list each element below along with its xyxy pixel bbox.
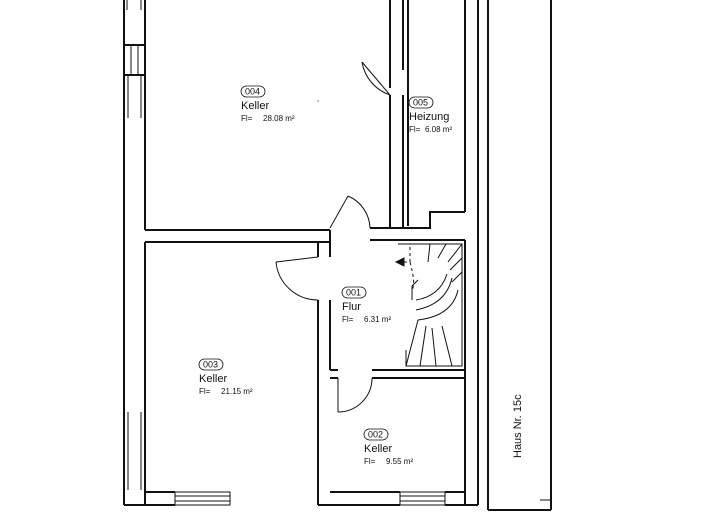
neighbor-wall (487, 0, 552, 511)
wall-005-right (464, 0, 479, 505)
door-002-swing (337, 377, 373, 413)
room-area-label: Fl= (199, 387, 211, 396)
staircase (394, 243, 463, 367)
room-area-label: Fl= (342, 315, 354, 324)
door-004-leaf (329, 195, 349, 229)
wall-004-right (389, 0, 404, 228)
room-area: 6.08 m² (425, 125, 452, 134)
door-003-swing (275, 261, 319, 301)
doors (275, 61, 391, 413)
room-name: Heizung (409, 111, 449, 123)
room-area-label: Fl= (364, 457, 376, 466)
room-area: 28.08 m² (263, 114, 295, 123)
stair-arrow-icon (394, 257, 405, 267)
room-area-label: Fl= (409, 125, 421, 134)
left-windows (123, 0, 146, 490)
room-label-005: 005 Heizung Fl= 6.08 m² (408, 96, 452, 134)
room-name: Keller (241, 100, 269, 112)
door-004-swing (347, 195, 371, 229)
room-name: Flur (342, 301, 361, 313)
walls (123, 0, 552, 511)
outer-wall-left (123, 0, 146, 505)
wall-005-bottom (403, 211, 465, 229)
room-area: 9.55 m² (386, 457, 413, 466)
room-label-002: 002 Keller Fl= 9.55 m² (363, 428, 413, 466)
room-label-004: 004 Keller Fl= 28.08 m² (240, 85, 295, 123)
wall-004-bottom (145, 229, 330, 243)
room-label-001: 001 Flur Fl= 6.31 m² (341, 286, 391, 324)
room-id: 004 (245, 87, 260, 97)
room-area-label: Fl= (241, 114, 253, 123)
room-area: 6.31 m² (364, 315, 391, 324)
room-name: Keller (364, 443, 392, 455)
room-label-003: 003 Keller Fl= 21.15 m² (198, 358, 253, 396)
wall-flur-left (317, 230, 331, 505)
wall-bottom-near-stairs (370, 227, 465, 241)
bottom-windows (174, 491, 551, 506)
door-005-leaf (361, 61, 391, 96)
room-id: 003 (203, 360, 218, 370)
room-area: 21.15 m² (221, 387, 253, 396)
room-name: Keller (199, 373, 227, 385)
door-005-swing (361, 61, 391, 96)
neighbor-house-label: Haus Nr. 15c (512, 394, 524, 458)
room-id: 005 (413, 98, 428, 108)
door-003-leaf (275, 256, 319, 263)
scan-speck (317, 100, 319, 102)
room-id: 002 (368, 430, 383, 440)
room-id: 001 (346, 288, 361, 298)
